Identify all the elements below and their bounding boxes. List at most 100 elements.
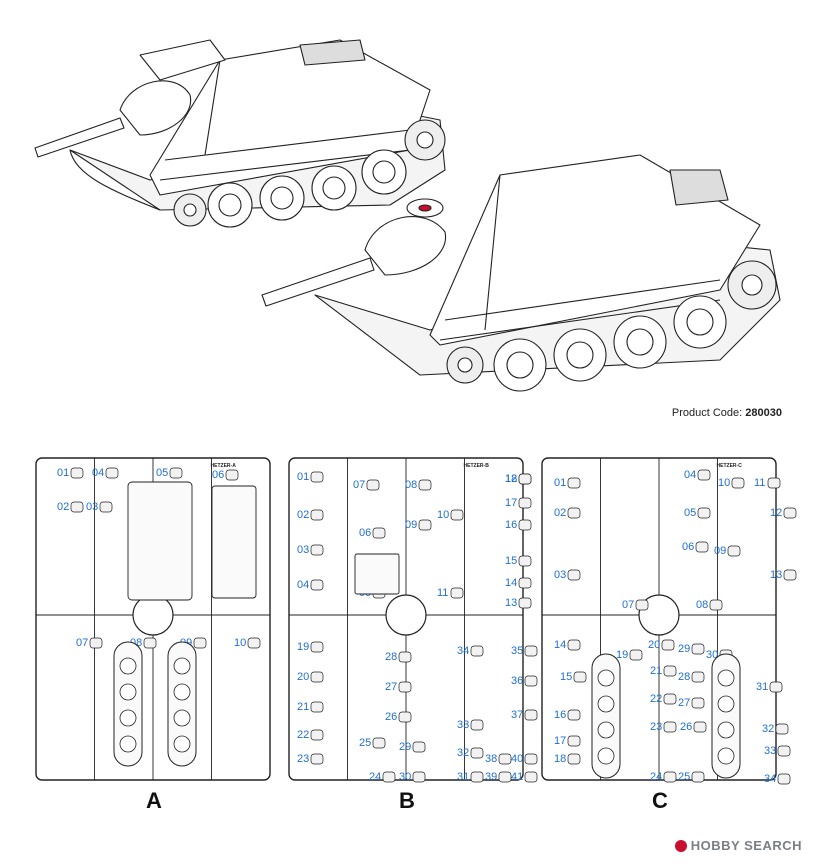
part-outline (398, 651, 412, 663)
part-outline (412, 771, 426, 783)
sprue-part: 09 (714, 545, 741, 557)
part-number: 01 (57, 467, 69, 479)
part-outline (225, 469, 239, 481)
sprue-gate-ring (638, 594, 680, 636)
part-outline (783, 507, 797, 519)
part-outline (518, 473, 532, 485)
sprue-part: 03 (297, 544, 324, 556)
part-number: 09 (405, 519, 417, 531)
part-number: 04 (92, 467, 104, 479)
sprue-part: 03 (86, 501, 113, 513)
part-number: 32 (457, 747, 469, 759)
sprue-part: 21 (297, 701, 324, 713)
part-number: 34 (764, 773, 776, 785)
sprue-part: 06 (359, 527, 386, 539)
part-number: 17 (505, 497, 517, 509)
part-number: 13 (770, 569, 782, 581)
part-number: 17 (554, 735, 566, 747)
sprue-part: 16 (554, 709, 581, 721)
part-outline (769, 681, 783, 693)
sprue-part: 06 (212, 469, 239, 481)
sprue-a: HETZER-A01020304050607080910 (35, 457, 271, 781)
sprue-part: 13 (770, 569, 797, 581)
part-outline (663, 665, 677, 677)
part-outline (691, 697, 705, 709)
part-number: 07 (353, 479, 365, 491)
sprue-part: 07 (76, 637, 103, 649)
part-number: 20 (648, 639, 660, 651)
sprue-part: 02 (57, 501, 84, 513)
sprue-part: 18 (505, 473, 532, 485)
part-outline (518, 597, 532, 609)
sprue-part: 04 (92, 467, 119, 479)
part-outline (70, 501, 84, 513)
part-number: 13 (505, 597, 517, 609)
part-outline (524, 753, 538, 765)
part-outline (99, 501, 113, 513)
sprue-part: 05 (156, 467, 183, 479)
part-outline (691, 671, 705, 683)
part-outline (470, 771, 484, 783)
part-hull-tub (127, 481, 193, 601)
sprue-gate-ring (132, 594, 174, 636)
part-number: 24 (650, 771, 662, 783)
part-outline (382, 771, 396, 783)
part-number: 23 (297, 753, 309, 765)
sprue-header: HETZER-C (717, 463, 743, 469)
sprue-part: 29 (399, 741, 426, 753)
part-number: 16 (554, 709, 566, 721)
part-outline (518, 497, 532, 509)
part-number: 06 (359, 527, 371, 539)
part-number: 20 (297, 671, 309, 683)
part-outline (693, 721, 707, 733)
part-outline (366, 479, 380, 491)
part-number: 15 (560, 671, 572, 683)
part-number: 26 (385, 711, 397, 723)
part-outline (310, 641, 324, 653)
part-outline (709, 599, 723, 611)
sprue-part: 28 (385, 651, 412, 663)
part-number: 12 (770, 507, 782, 519)
sprue-part: 10 (718, 477, 745, 489)
part-number: 04 (684, 469, 696, 481)
sprue-part: 13 (505, 597, 532, 609)
part-outline (498, 771, 512, 783)
sprue-part: 30 (399, 771, 426, 783)
part-number: 25 (359, 737, 371, 749)
part-number: 11 (754, 477, 765, 489)
sprue-part: 17 (505, 497, 532, 509)
part-outline (661, 639, 675, 651)
sprue-letter-c: C (652, 788, 668, 813)
part-number: 22 (297, 729, 309, 741)
sprue-part: 37 (511, 709, 538, 721)
part-number: 02 (57, 501, 69, 513)
part-road-wheel (597, 747, 615, 765)
part-number: 18 (554, 753, 566, 765)
part-number: 03 (297, 544, 309, 556)
part-road-wheel (597, 695, 615, 713)
part-outline (691, 643, 705, 655)
part-number: 16 (505, 519, 517, 531)
part-outline (398, 711, 412, 723)
part-outline (372, 527, 386, 539)
sprue-part: 02 (297, 509, 324, 521)
part-outline (567, 735, 581, 747)
sprue-part: 27 (678, 697, 705, 709)
sprue-part: 06 (682, 541, 709, 553)
part-track-run (167, 641, 197, 767)
part-number: 06 (212, 469, 224, 481)
part-number: 39 (485, 771, 497, 783)
sprue-part: 07 (353, 479, 380, 491)
sprue-part: 11 (754, 477, 781, 489)
part-number: 29 (678, 643, 690, 655)
part-road-wheel (717, 669, 735, 687)
part-number: 07 (622, 599, 634, 611)
part-outline (247, 637, 261, 649)
part-outline (777, 773, 791, 785)
part-outline (418, 479, 432, 491)
sprue-part: 19 (297, 641, 324, 653)
part-number: 32 (762, 723, 774, 735)
sprue-part: 24 (369, 771, 396, 783)
part-number: 35 (511, 645, 523, 657)
